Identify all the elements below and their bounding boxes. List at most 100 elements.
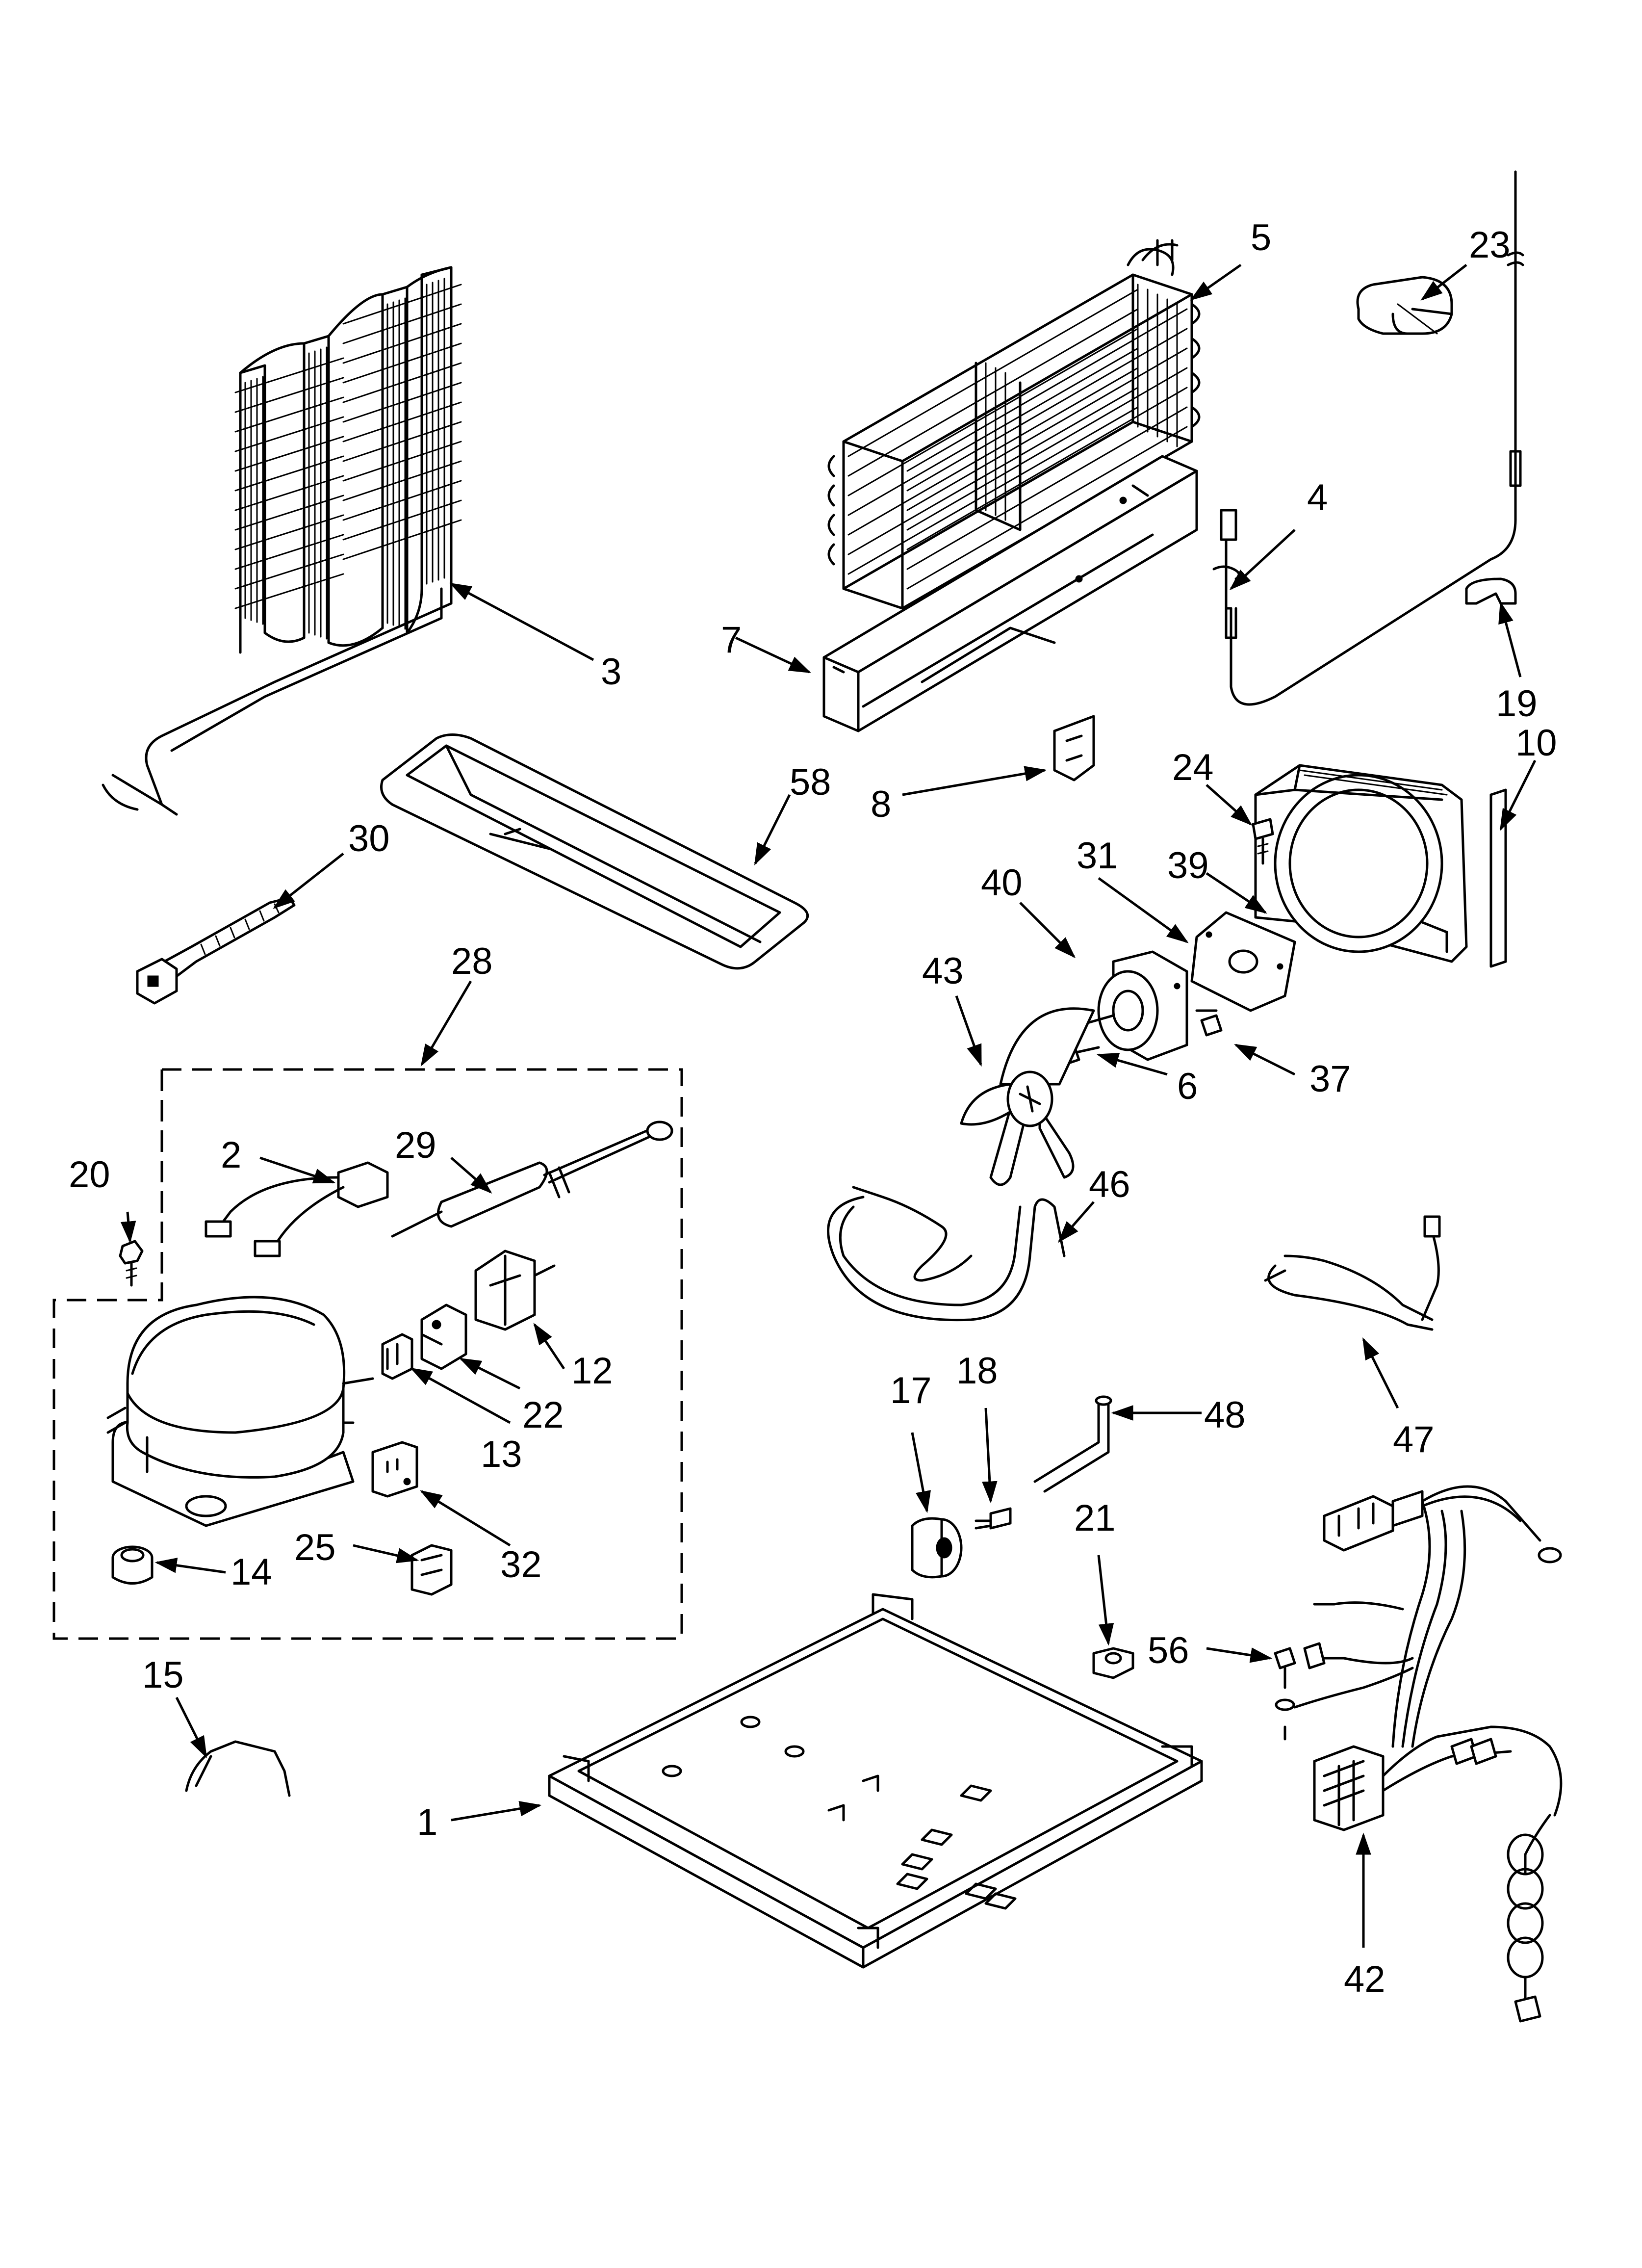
callout-25: 25 xyxy=(294,1527,336,1568)
callout-21: 21 xyxy=(1074,1497,1116,1539)
cap-part xyxy=(1356,276,1453,335)
callout-46: 46 xyxy=(1089,1164,1130,1205)
callout-19: 19 xyxy=(1496,683,1538,725)
leader-46 xyxy=(1058,1201,1095,1243)
leader-21 xyxy=(1097,1555,1114,1646)
callout-10: 10 xyxy=(1515,722,1557,764)
callout-1: 1 xyxy=(417,1801,437,1843)
leader-13 xyxy=(410,1367,511,1424)
tube-48-part xyxy=(1033,1395,1112,1493)
leader-17 xyxy=(911,1432,931,1513)
leader-4 xyxy=(1229,529,1296,591)
leader-15 xyxy=(175,1696,207,1759)
callout-7: 7 xyxy=(721,619,742,661)
callout-20: 20 xyxy=(69,1154,110,1196)
callout-3: 3 xyxy=(601,651,621,693)
clip-part xyxy=(1465,577,1517,605)
callout-56: 56 xyxy=(1148,1630,1189,1671)
leader-23 xyxy=(1420,264,1467,301)
main-harness-42-part xyxy=(1293,1485,1563,2023)
callout-23: 23 xyxy=(1469,224,1511,266)
leader-8 xyxy=(902,766,1047,796)
leader-47 xyxy=(1362,1337,1399,1409)
start-device-22-part xyxy=(420,1303,467,1370)
callout-8: 8 xyxy=(871,783,891,825)
callout-13: 13 xyxy=(481,1434,522,1475)
leader-32 xyxy=(420,1490,511,1547)
callout-14: 14 xyxy=(231,1551,272,1593)
leader-43 xyxy=(955,995,982,1067)
leader-1 xyxy=(451,1801,542,1822)
hose-47-part xyxy=(1264,1215,1441,1331)
callout-labels: 3 5 23 4 7 19 10 58 8 24 39 31 40 43 37 … xyxy=(69,217,1557,2000)
nut-21-part xyxy=(1092,1647,1134,1679)
axle-bolt-18-part xyxy=(975,1507,1012,1530)
mount-plate-part xyxy=(1190,911,1296,1012)
callout-24: 24 xyxy=(1172,747,1214,788)
capacitor-32-part xyxy=(371,1441,418,1498)
leader-31 xyxy=(1098,877,1189,943)
wheel-17-part xyxy=(911,1517,963,1579)
screw-37-part xyxy=(1195,1009,1223,1037)
leader-37 xyxy=(1233,1043,1296,1076)
leader-10 xyxy=(1499,759,1537,832)
condenser-coil-part xyxy=(102,266,462,816)
screw-20-part xyxy=(119,1240,144,1287)
tube-46-part xyxy=(827,1186,1066,1322)
leader-20 xyxy=(120,1211,136,1244)
callout-4: 4 xyxy=(1307,477,1328,519)
leader-58 xyxy=(754,794,791,866)
leader-28 xyxy=(420,980,472,1067)
small-bracket-part xyxy=(1053,715,1095,782)
callout-39: 39 xyxy=(1167,845,1209,886)
screw-56-part xyxy=(1274,1647,1296,1741)
leader-12 xyxy=(533,1323,565,1370)
callout-30: 30 xyxy=(348,818,390,860)
leader-24 xyxy=(1206,784,1253,826)
sensor-wire-part xyxy=(1212,170,1524,706)
leader-lines xyxy=(120,263,1537,1948)
callout-40: 40 xyxy=(981,862,1023,904)
callout-28: 28 xyxy=(451,940,493,982)
fan-blade-part xyxy=(960,1007,1095,1186)
callout-2: 2 xyxy=(221,1134,241,1176)
callout-42: 42 xyxy=(1344,1958,1385,2000)
overload-wire-part xyxy=(205,1161,389,1257)
evaporator-tray-part xyxy=(822,455,1198,732)
callout-15: 15 xyxy=(142,1654,184,1696)
fan-shroud-part xyxy=(1254,764,1468,963)
leader-40 xyxy=(1019,902,1076,959)
callout-5: 5 xyxy=(1251,217,1271,259)
leader-29 xyxy=(450,1157,492,1194)
fan-motor-part xyxy=(1078,950,1188,1061)
assembly-28-boundary xyxy=(52,1068,683,1640)
leader-18 xyxy=(982,1408,998,1504)
callout-22: 22 xyxy=(522,1394,564,1436)
callout-48: 48 xyxy=(1204,1394,1246,1436)
terminal-13-part xyxy=(381,1333,413,1380)
grommet-14-part xyxy=(111,1545,154,1585)
leader-19 xyxy=(1498,601,1522,678)
cable-tie-part xyxy=(136,896,296,1005)
callout-12: 12 xyxy=(571,1350,613,1392)
callout-58: 58 xyxy=(790,761,831,803)
callout-31: 31 xyxy=(1077,835,1118,877)
leader-39 xyxy=(1206,872,1267,914)
callout-18: 18 xyxy=(956,1350,998,1392)
drain-pan-part xyxy=(380,733,809,970)
evaporator-part xyxy=(827,239,1201,610)
callout-37: 37 xyxy=(1309,1058,1351,1100)
strip-part xyxy=(1489,788,1507,968)
callout-32: 32 xyxy=(500,1544,542,1586)
leader-56 xyxy=(1206,1647,1273,1663)
compressor-part xyxy=(106,1296,374,1527)
leader-25 xyxy=(353,1544,419,1564)
leader-22 xyxy=(459,1357,521,1390)
callout-6: 6 xyxy=(1177,1066,1198,1107)
base-frame-part xyxy=(548,1593,1203,1969)
leader-5 xyxy=(1190,263,1242,301)
leader-2 xyxy=(259,1156,336,1184)
leader-3 xyxy=(449,582,594,661)
callout-17: 17 xyxy=(890,1370,932,1411)
